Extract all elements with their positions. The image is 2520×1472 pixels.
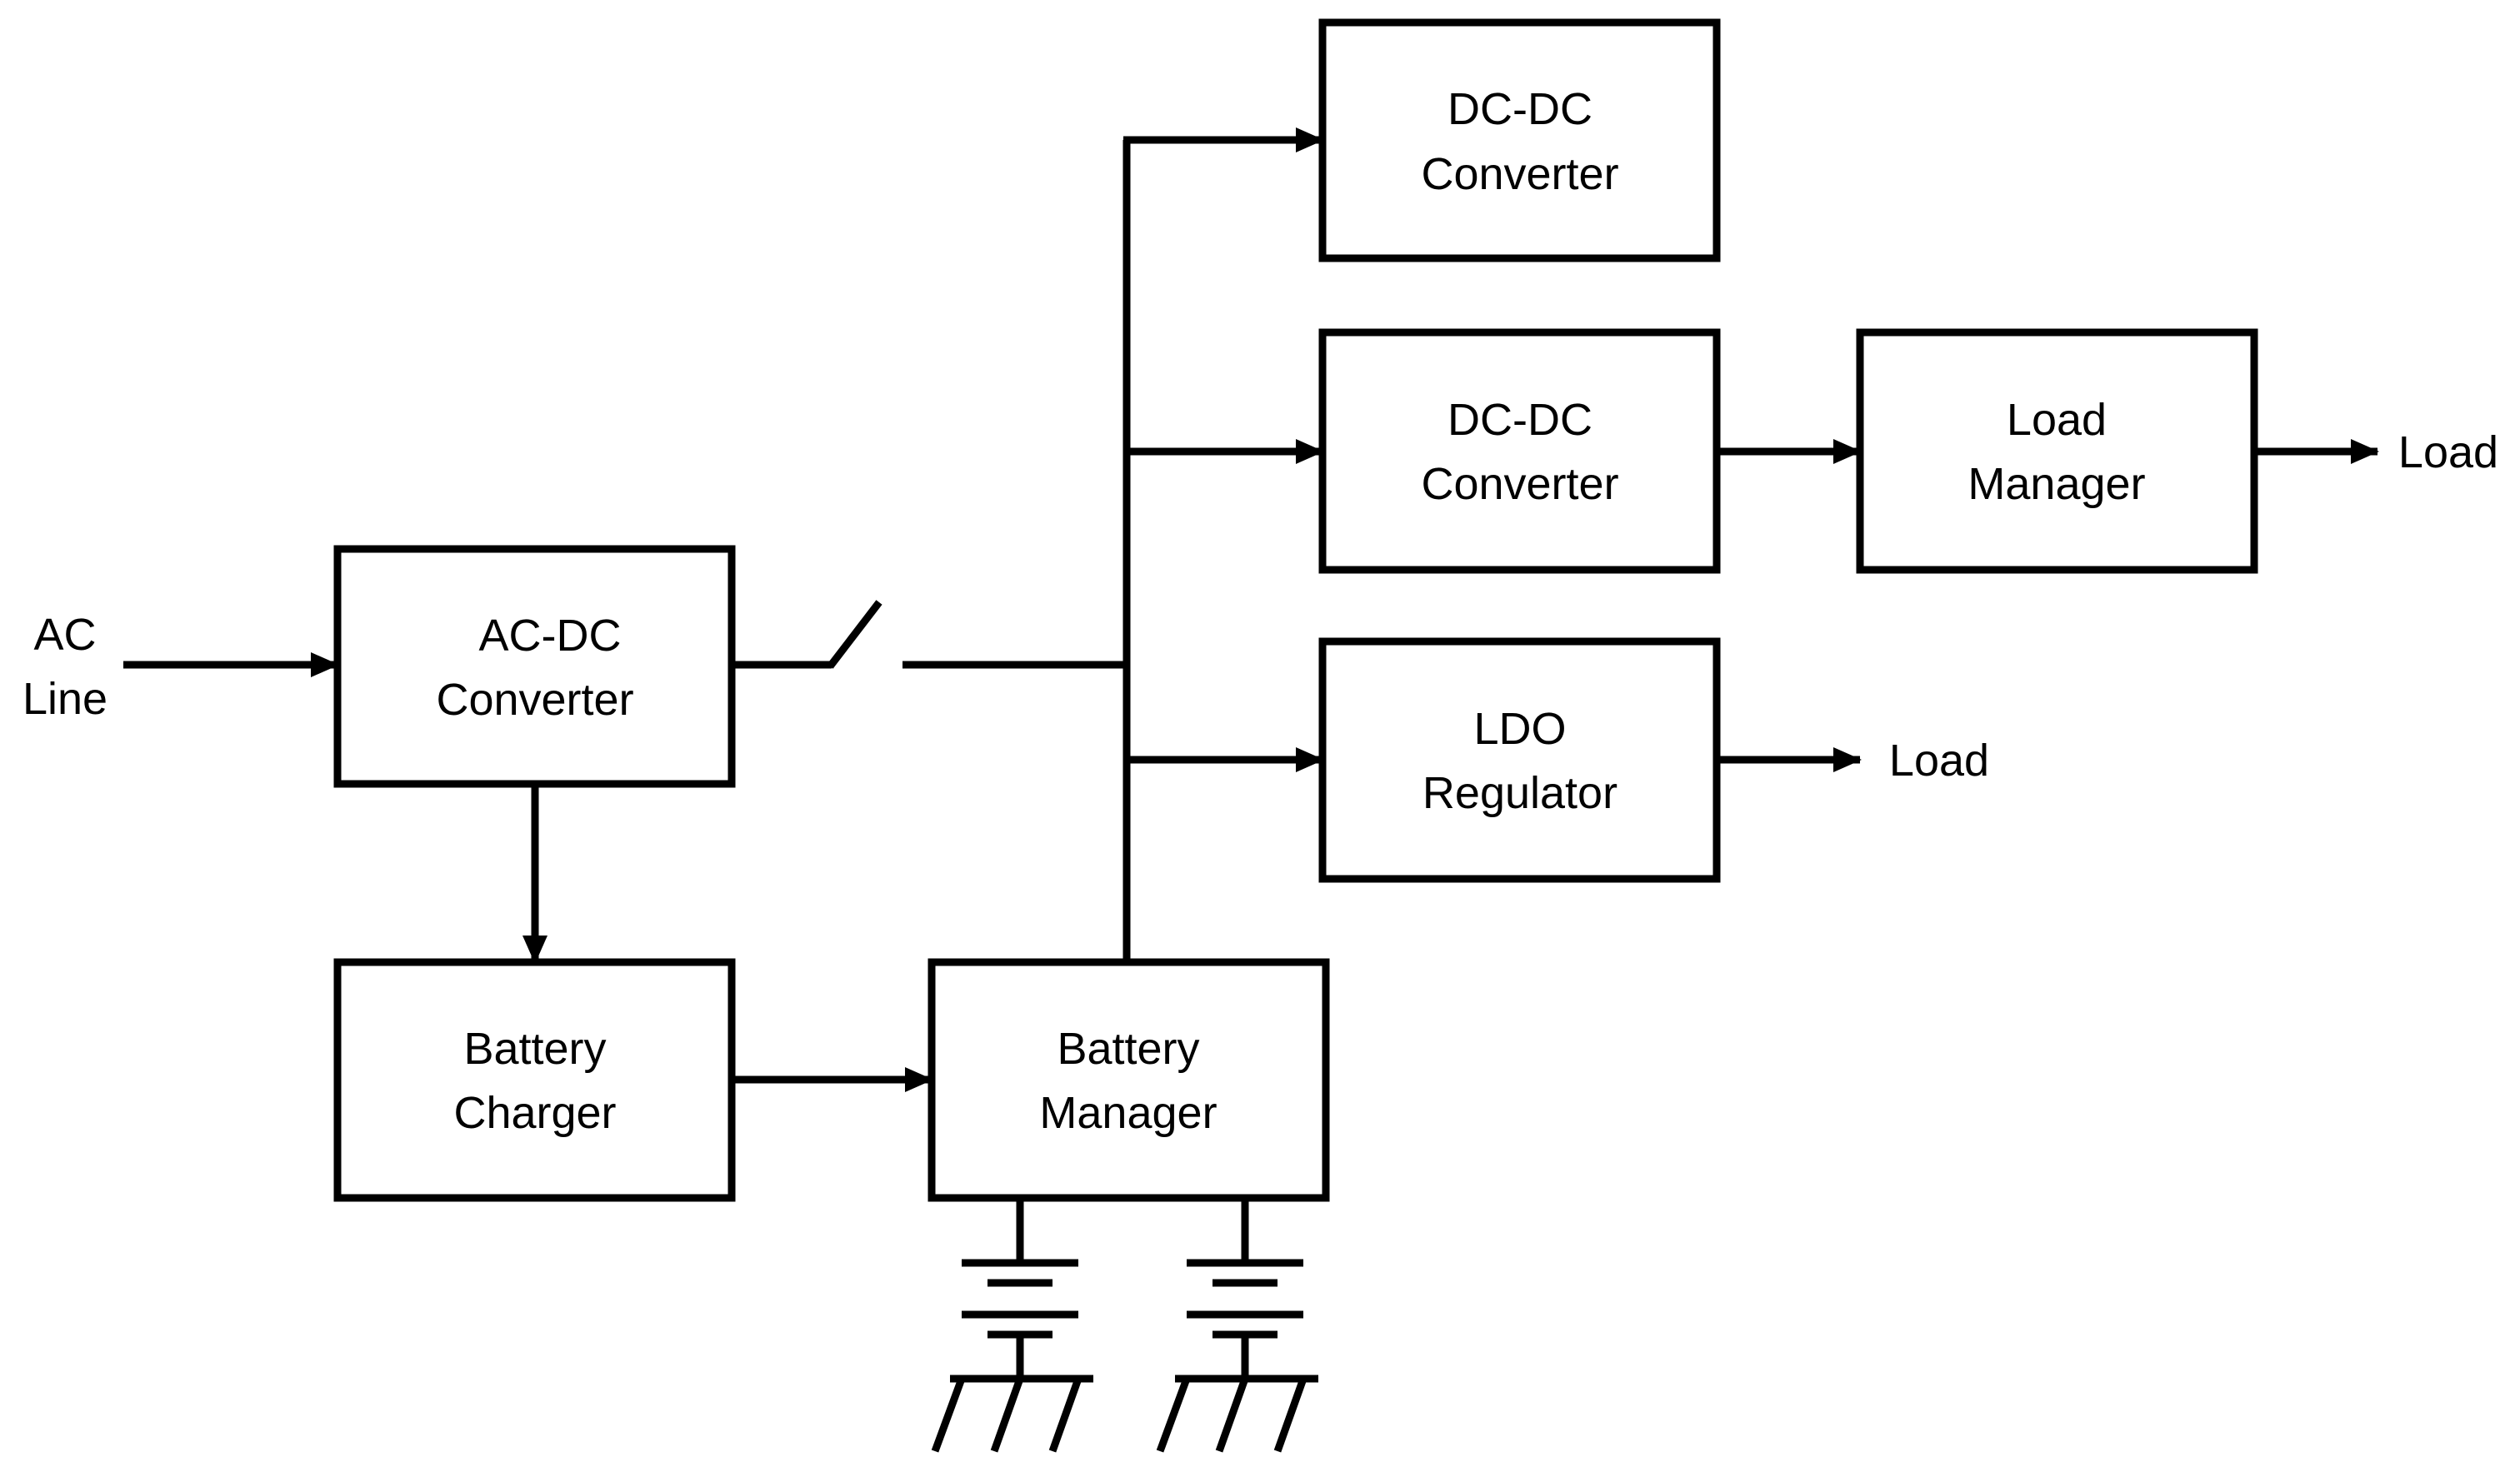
battery-charger-line1: Battery [463,1024,606,1074]
ac-dc-converter-line1: AC-DC [479,611,622,661]
dc-dc-converter-top-block: DC-DC Converter [1318,18,1721,262]
battery-cell-1 [931,1198,1093,1453]
ldo-regulator-block: LDO Regulator [1318,637,1721,883]
ac-dc-converter-block: AC-DC Converter [333,545,736,788]
ac-line-label-line2: Line [22,674,108,724]
battery-manager-line2: Manager [1039,1088,1217,1138]
ldo-regulator-line1: LDO [1473,704,1566,754]
ldo-regulator-line2: Regulator [1422,768,1618,818]
load-manager-output-label: Load [2398,427,2498,477]
switch-blade [827,600,882,669]
battery-cell-2 [1156,1198,1318,1453]
battery-charger-line2: Charger [453,1088,616,1138]
load-manager-line2: Manager [1968,459,2145,509]
battery-manager-block: Battery Manager [928,958,1330,1202]
ldo-output-label: Load [1889,736,1989,786]
load-manager-line1: Load [2007,395,2107,445]
dc-dc-converter-mid-line2: Converter [1421,459,1618,509]
battery-charger-block: Battery Charger [333,958,736,1202]
battery-manager-line1: Battery [1057,1024,1199,1074]
dc-dc-converter-top-line2: Converter [1421,149,1618,199]
dc-dc-converter-top-line1: DC-DC [1448,84,1592,134]
ac-line-label-line1: AC [33,610,96,660]
ac-dc-converter-line2: Converter [436,675,633,725]
dc-dc-converter-mid-line1: DC-DC [1448,395,1592,445]
dc-dc-converter-mid-block: DC-DC Converter [1318,328,1721,574]
load-manager-block: Load Manager [1856,328,2258,574]
